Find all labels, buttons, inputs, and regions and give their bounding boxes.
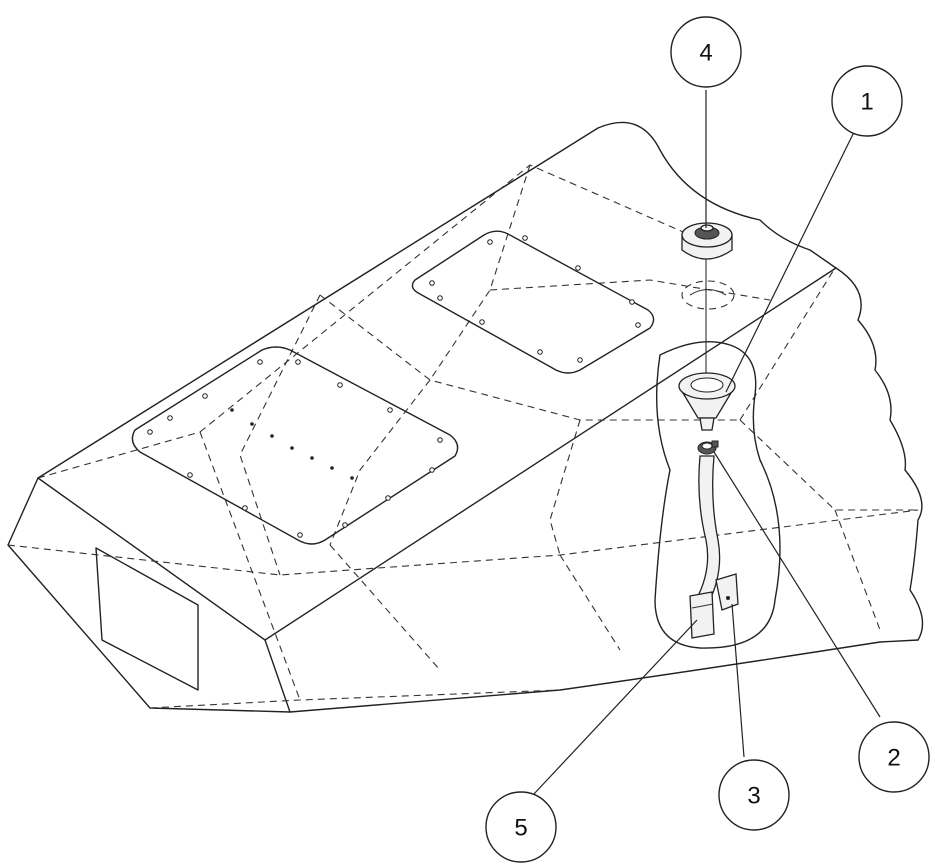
filler-opening: [681, 280, 735, 310]
hidden-structure: [7, 164, 919, 709]
callout-3-label: 3: [747, 783, 760, 810]
callout-4-label: 4: [699, 40, 712, 67]
left-end-face: [7, 477, 291, 713]
callout-3: 3: [718, 759, 790, 831]
hose-bracket: [715, 573, 739, 611]
callout-1: 1: [831, 65, 903, 137]
body-outline: [7, 121, 924, 713]
callout-1-label: 1: [860, 89, 873, 116]
filler-cap: [681, 222, 733, 260]
hose-fitting: [689, 591, 715, 639]
leader-5: [532, 619, 698, 796]
top-face-edge: [37, 121, 924, 641]
filler-neck: [678, 372, 736, 431]
bottom-edge: [289, 639, 919, 713]
callout-5: 5: [485, 791, 557, 863]
callout-5-label: 5: [514, 815, 527, 842]
leader-3: [731, 603, 745, 758]
end-window: [95, 547, 199, 691]
access-panel-large: [131, 346, 459, 545]
callout-4: 4: [670, 16, 742, 88]
access-panel-small: [411, 230, 655, 374]
leader-1: [725, 125, 858, 393]
callout-2: 2: [858, 721, 930, 793]
hose-clamp: [697, 440, 719, 455]
tank-cutaway: [654, 340, 781, 649]
leader-lines: [532, 90, 881, 796]
callout-2-label: 2: [887, 745, 900, 772]
leader-2: [713, 451, 881, 718]
